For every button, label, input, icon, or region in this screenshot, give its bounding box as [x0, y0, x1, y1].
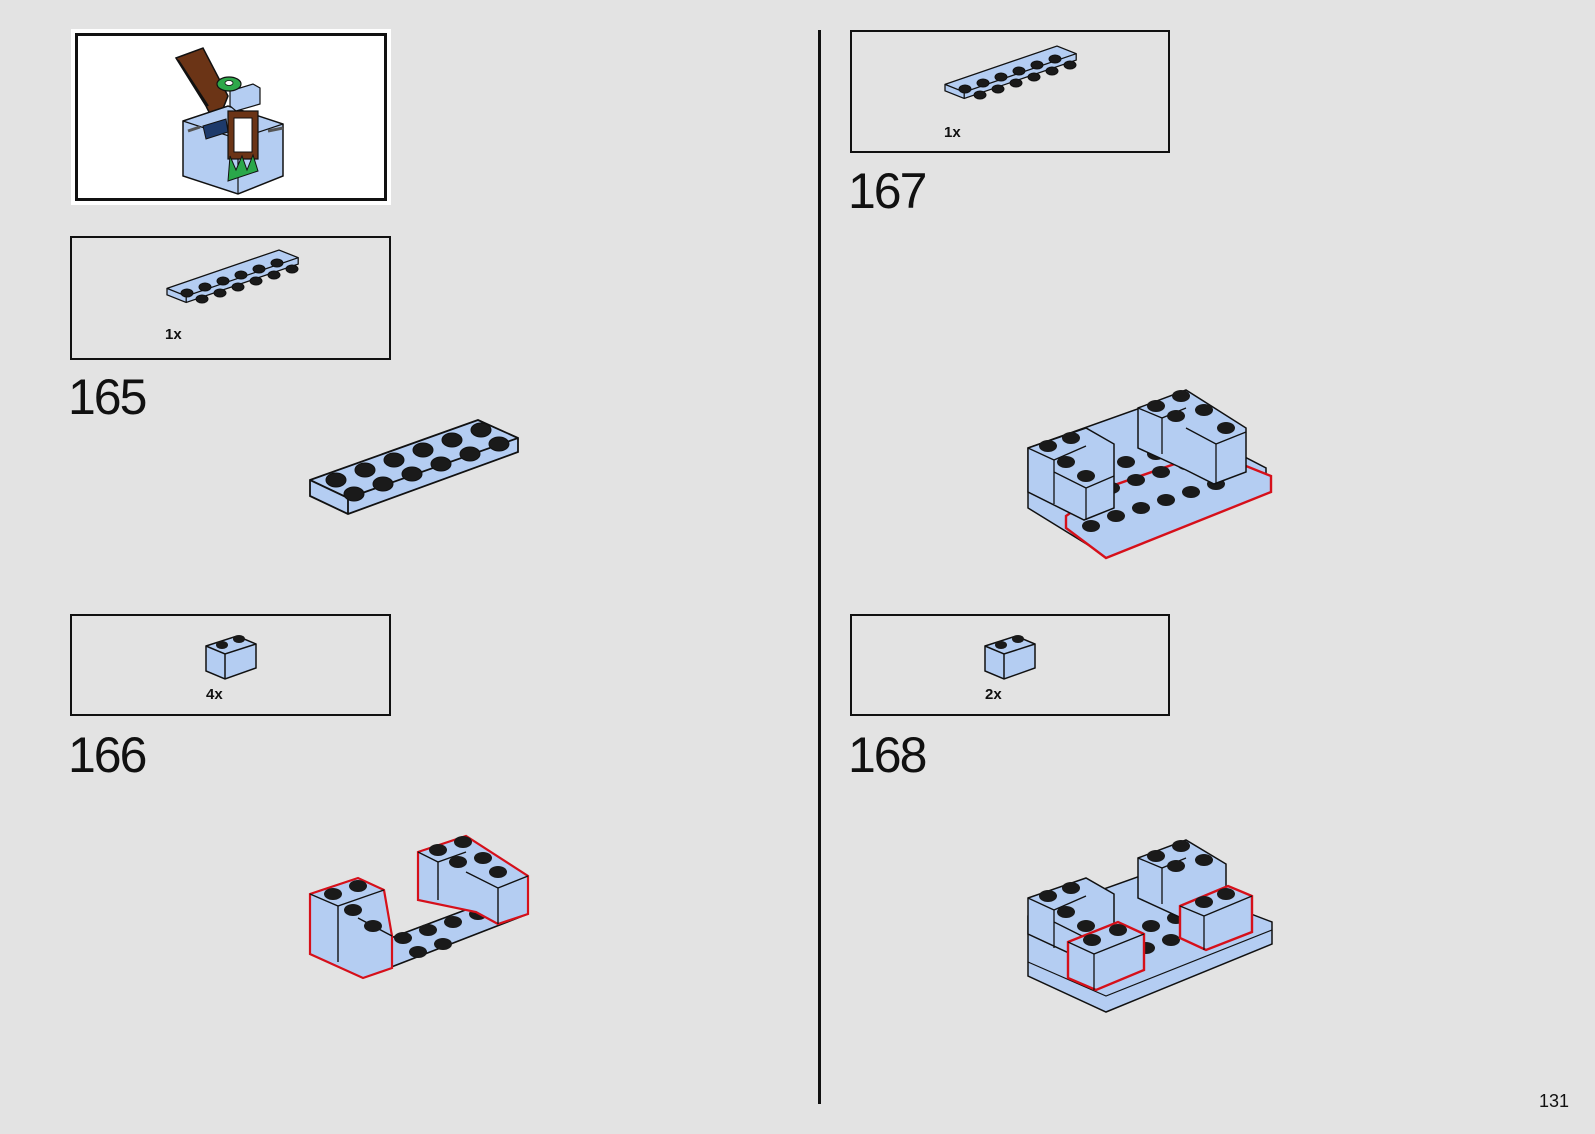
step-number-168: 168	[848, 727, 927, 783]
parts-callout-167: 1x	[850, 30, 1170, 153]
step-number-166: 166	[68, 727, 147, 783]
part-quantity: 1x	[165, 326, 182, 343]
brick-1x2-icon	[205, 635, 257, 680]
parts-callout-165: 1x	[70, 236, 391, 360]
part-quantity: 4x	[206, 686, 223, 703]
page-divider	[818, 30, 821, 1104]
plate-2x6-icon	[166, 249, 299, 304]
brick-1x2-icon	[984, 635, 1036, 680]
step-number-167: 167	[848, 163, 927, 219]
step-number-165: 165	[68, 369, 147, 425]
part-quantity: 1x	[944, 124, 961, 141]
parts-callout-168: 2x	[850, 614, 1170, 716]
parts-callout-166: 4x	[70, 614, 391, 716]
part-quantity: 2x	[985, 686, 1002, 703]
step-168-assembly	[1027, 839, 1273, 1013]
step-165-assembly	[309, 419, 519, 515]
page-number: 131	[1538, 1091, 1569, 1111]
submodel-preview-icon	[174, 47, 284, 195]
step-166-assembly	[308, 834, 530, 980]
submodel-preview-box	[71, 29, 391, 205]
plate-2x6-icon	[944, 45, 1077, 100]
step-167-assembly	[1027, 389, 1273, 560]
